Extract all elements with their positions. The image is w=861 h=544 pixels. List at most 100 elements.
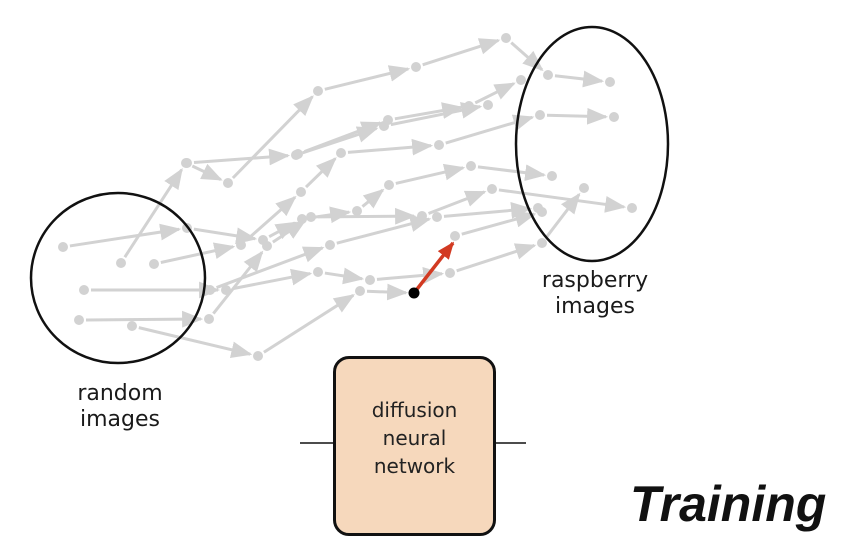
trajectory-point (537, 238, 547, 248)
trajectory-point (291, 150, 301, 160)
current-sample-dot (408, 287, 420, 299)
trajectory-point (355, 286, 365, 296)
trajectory-point (236, 240, 246, 250)
trajectory-point (627, 203, 637, 213)
trajectory-point (313, 267, 323, 277)
trajectory-arrow (85, 310, 204, 328)
trajectory-point (336, 148, 346, 158)
trajectory-point (352, 206, 362, 216)
trajectory-arrow (160, 242, 236, 264)
trajectory-point (434, 140, 444, 150)
trajectory-point (205, 285, 215, 295)
raspberry-images-label-line-2: images (555, 294, 635, 319)
trajectory-point (58, 242, 68, 252)
diffusion-network-box: diffusion neural network (333, 356, 496, 536)
trajectory-arrow (324, 65, 411, 91)
trajectory-arrow (443, 202, 533, 219)
trajectory-arrow (232, 268, 313, 291)
trajectory-point (483, 100, 493, 110)
trajectory-arrow (546, 107, 609, 125)
random-images-label-line-2: images (80, 407, 160, 432)
trajectory-point (262, 241, 272, 251)
trajectory-point (182, 158, 192, 168)
trajectory-point (79, 285, 89, 295)
trajectory-arrow (361, 188, 385, 209)
trajectory-arrow (461, 211, 537, 236)
network-label-line-3: network (373, 454, 456, 478)
trajectory-arrow (347, 138, 434, 156)
predicted-step-arrow (412, 241, 455, 295)
trajectory-point (74, 315, 84, 325)
random-images-label: random images (50, 381, 190, 433)
raspberry-images-label: raspberry images (515, 268, 675, 320)
trajectory-point (411, 62, 421, 72)
trajectory-point (384, 180, 394, 190)
raspberry-images-ellipse (514, 25, 670, 263)
trajectory-arrow (395, 163, 466, 185)
trajectory-arrow (272, 220, 307, 244)
network-label-line-2: neural (382, 426, 447, 450)
trajectory-arrow (302, 126, 379, 155)
trajectory-arrow (510, 41, 544, 72)
trajectory-arrow (376, 266, 445, 284)
trajectory-point (306, 212, 316, 222)
trajectory-arrow (245, 195, 297, 242)
trajectory-arrow (193, 227, 258, 245)
trajectory-paths (58, 33, 637, 361)
trajectory-arrow (477, 164, 547, 182)
trajectory-arrow (231, 95, 314, 180)
trajectory-point (296, 187, 306, 197)
network-label-line-1: diffusion (371, 398, 458, 422)
random-images-circle (29, 191, 207, 365)
trajectory-point (487, 184, 497, 194)
trajectory-point (149, 259, 159, 269)
trajectory-arrow (456, 243, 537, 273)
trajectory-point (547, 171, 557, 181)
trajectory-point (516, 75, 526, 85)
trajectory-point (535, 110, 545, 120)
trajectory-arrow (336, 215, 432, 245)
trajectory-arrow (123, 167, 183, 258)
trajectory-arrow (324, 267, 365, 285)
trajectory-point (204, 314, 214, 324)
trajectory-arrow (427, 190, 487, 215)
trajectory-arrow (304, 157, 337, 189)
random-images-label-line-1: random (77, 381, 163, 406)
trajectory-point (116, 258, 126, 268)
trajectory-arrow (390, 102, 483, 127)
trajectory-arrow (422, 38, 501, 67)
raspberry-images-label-line-1: raspberry (541, 268, 649, 293)
trajectory-arrow (498, 188, 627, 213)
trajectory-arrow (554, 70, 605, 88)
trajectory-point (450, 231, 460, 241)
trajectory-arrow (212, 250, 264, 315)
trajectory-point (313, 86, 323, 96)
trajectory-point (605, 77, 615, 87)
trajectory-point (501, 33, 511, 43)
training-title: Training (630, 476, 827, 532)
trajectory-arrow (138, 326, 253, 358)
trajectory-arrow (366, 283, 409, 301)
trajectory-point (253, 351, 263, 361)
trajectory-point (579, 183, 589, 193)
trajectory-arrow (474, 82, 516, 105)
trajectory-point (537, 207, 547, 217)
trajectory-arrow (394, 102, 464, 121)
trajectory-point (543, 70, 553, 80)
trajectory-arrow (216, 246, 325, 289)
trajectory-point (223, 178, 233, 188)
diffusion-network-label: diffusion neural network (336, 396, 493, 480)
trajectory-arrow (263, 294, 356, 354)
trajectory-arrow (445, 114, 535, 145)
trajectory-point (445, 268, 455, 278)
trajectory-point (379, 121, 389, 131)
trajectory-arrow (69, 223, 182, 248)
trajectory-arrow (193, 148, 291, 166)
trajectory-point (127, 321, 137, 331)
trajectory-point (609, 112, 619, 122)
trajectory-point (466, 161, 476, 171)
trajectory-arrow (317, 207, 417, 225)
trajectory-point (325, 240, 335, 250)
trajectory-point (432, 212, 442, 222)
